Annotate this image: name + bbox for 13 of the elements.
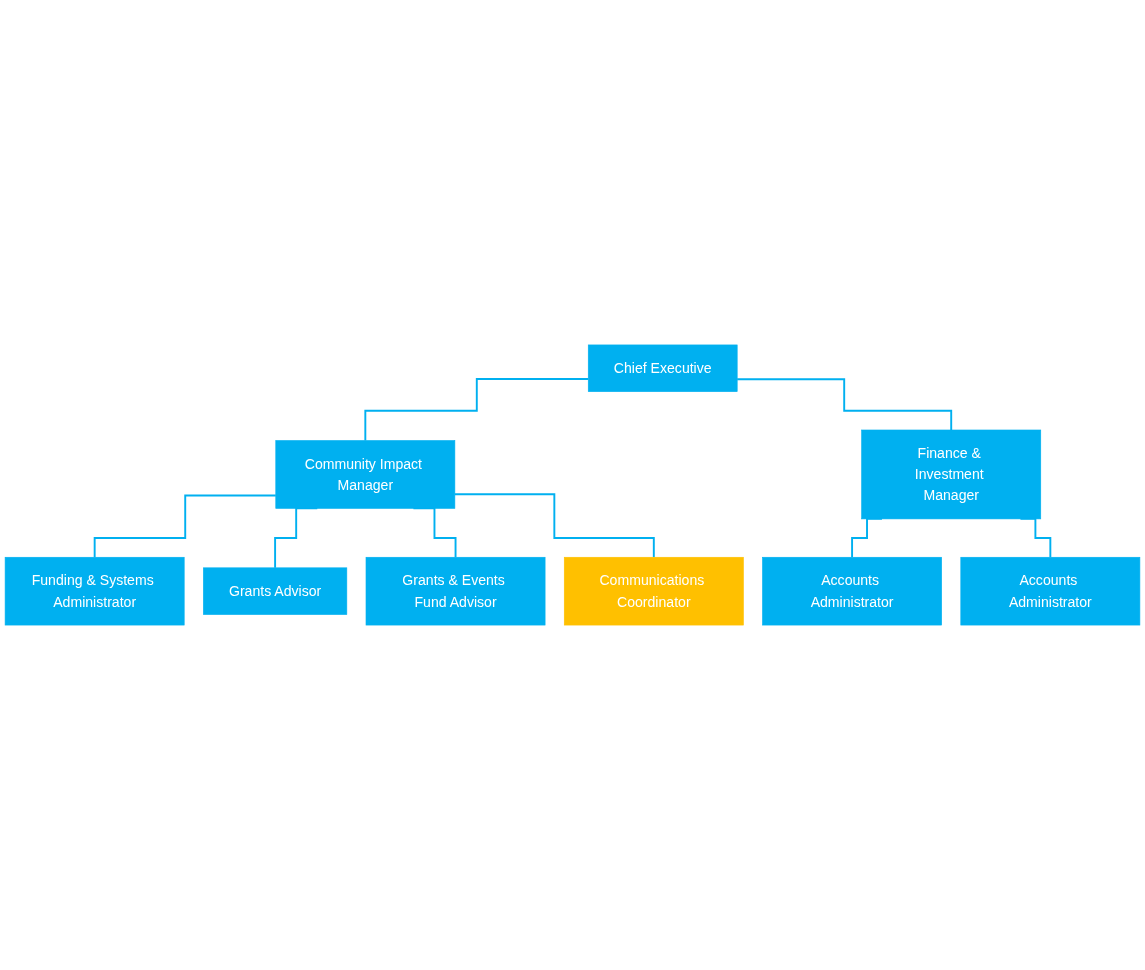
connector	[736, 378, 953, 431]
node-box: Funding & Systems Administrator	[4, 556, 185, 626]
connector	[364, 377, 590, 442]
node-box: Communications Coordinator	[563, 556, 744, 626]
node-box: Grants & Events Fund Advisor	[365, 556, 546, 626]
connector	[453, 493, 655, 559]
node-box: Chief Executive	[587, 344, 738, 392]
node-box: Accounts Administrator	[762, 556, 942, 626]
node-box: Community Impact Manager	[275, 440, 456, 509]
node-box: Accounts Administrator	[960, 556, 1141, 626]
node-box: Grants Advisor	[203, 567, 348, 615]
connector	[93, 494, 277, 559]
node-box: Finance & Investment Manager	[861, 429, 1042, 520]
